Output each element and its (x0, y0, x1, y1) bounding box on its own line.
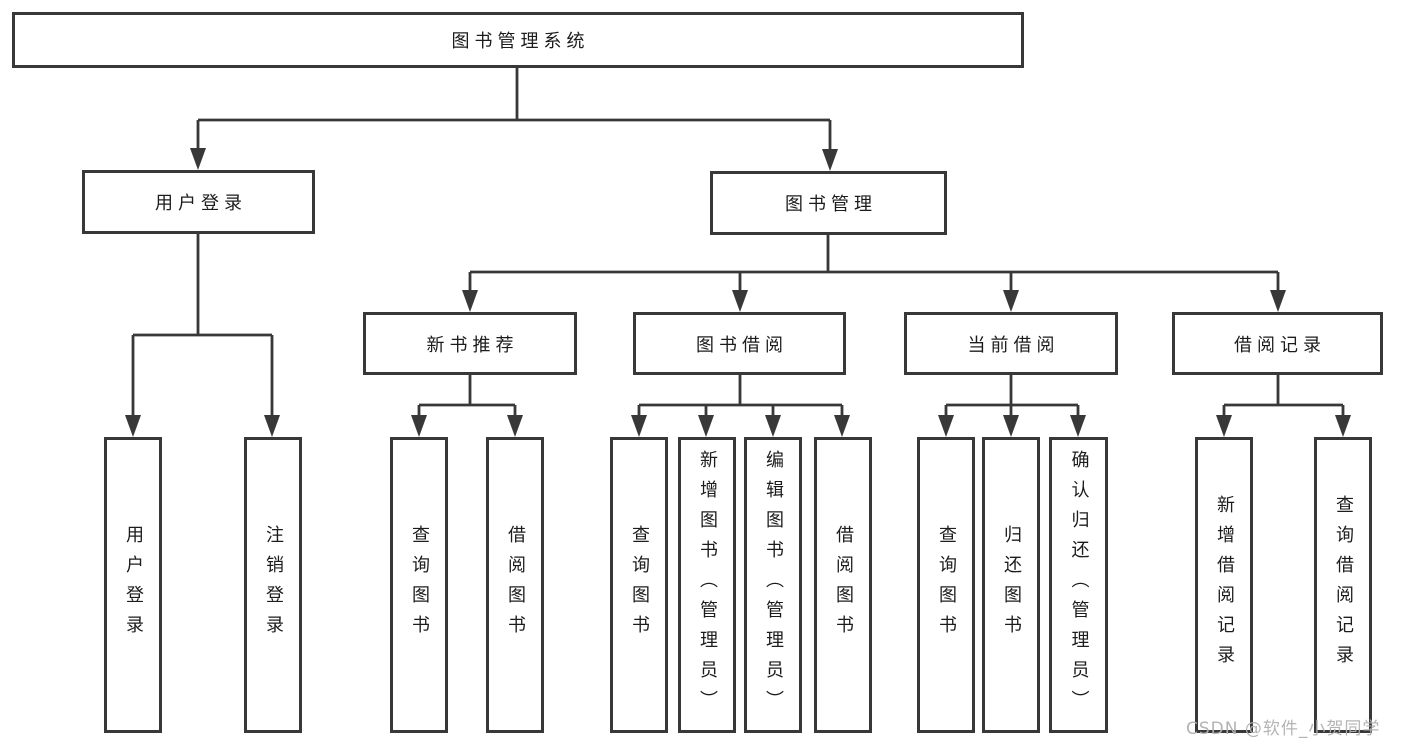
leaf-current-query-books: 查询图书 (917, 437, 975, 733)
leaf-current-return-books: 归还图书 (982, 437, 1040, 733)
leaf-borrow-borrow-books: 借阅图书 (814, 437, 872, 733)
leaf-logout: 注销登录 (244, 437, 302, 733)
csdn-watermark: CSDN @软件_小贺同学 (1186, 719, 1381, 739)
node-book-management: 图书管理 (710, 171, 947, 235)
leaf-user-login: 用户登录 (104, 437, 162, 733)
node-user-login: 用户登录 (82, 170, 315, 234)
leaf-records-query-record: 查询借阅记录 (1314, 437, 1372, 733)
node-borrow-records: 借阅记录 (1172, 312, 1383, 375)
leaf-borrow-add-books-admin: 新增图书（管理员） (678, 437, 736, 733)
node-new-book-recommend: 新书推荐 (363, 312, 577, 375)
leaf-newrec-borrow-books: 借阅图书 (486, 437, 544, 733)
leaf-records-add-record: 新增借阅记录 (1195, 437, 1253, 733)
leaf-borrow-query-books: 查询图书 (610, 437, 668, 733)
node-current-borrow: 当前借阅 (904, 312, 1118, 375)
leaf-newrec-query-books: 查询图书 (390, 437, 448, 733)
node-book-borrow: 图书借阅 (633, 312, 846, 375)
leaf-current-confirm-return-admin: 确认归还（管理员） (1049, 437, 1108, 733)
node-root: 图书管理系统 (12, 12, 1024, 68)
leaf-borrow-edit-books-admin: 编辑图书（管理员） (744, 437, 802, 733)
